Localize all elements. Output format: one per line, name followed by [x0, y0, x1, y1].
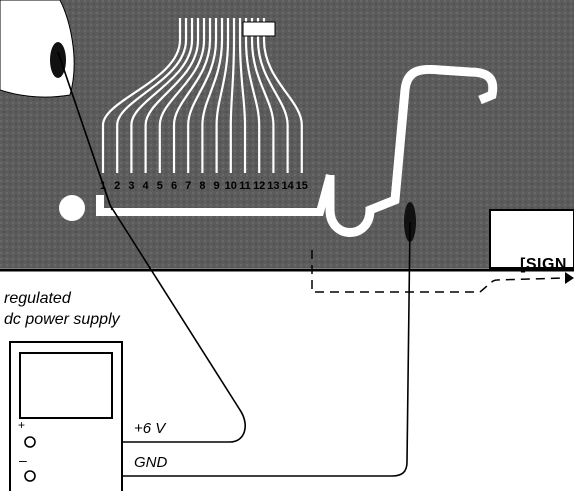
pcb-traces	[101, 18, 303, 173]
power-supply-subtitle: dc power supply	[4, 311, 120, 328]
pcb-trace	[229, 18, 236, 173]
pin-number: 9	[214, 180, 220, 192]
positive-terminal	[24, 436, 36, 448]
pcb-trace	[187, 18, 218, 173]
pcb-trace	[215, 18, 230, 173]
power-supply-display	[19, 352, 113, 419]
pin-number: 13	[267, 180, 279, 192]
pcb-trace	[172, 18, 212, 173]
pcb-trace	[158, 18, 206, 173]
pin-number: 11	[239, 180, 251, 192]
power-supply-unit	[9, 341, 123, 491]
minus-symbol: –	[19, 452, 27, 468]
pcb-trace	[244, 18, 261, 173]
pin-number: 7	[185, 180, 191, 192]
pcb-trace	[238, 18, 247, 173]
pcb-trace	[130, 18, 194, 173]
pin-number: 10	[225, 180, 237, 192]
pcb-trace	[201, 18, 224, 173]
positive-voltage-label: +6 V	[134, 420, 166, 437]
pin-number: 3	[128, 180, 134, 192]
pcb-trace	[101, 18, 182, 173]
pin-number: 12	[253, 180, 265, 192]
signal-label: [SIGN	[520, 256, 567, 273]
plus-symbol: +	[18, 418, 26, 432]
pcb-trace	[116, 18, 188, 173]
positive-wire	[32, 51, 246, 443]
pcb-trace	[262, 18, 303, 173]
pin-number: 8	[199, 180, 205, 192]
pin-number: 5	[157, 180, 163, 192]
power-supply-title: regulated	[4, 290, 71, 307]
ground-label: GND	[134, 454, 168, 471]
ground-wire	[32, 221, 411, 477]
pin-number: 2	[114, 180, 120, 192]
loop-trace	[325, 64, 498, 237]
pin-number: 15	[296, 180, 308, 192]
pcb-trace	[256, 18, 289, 173]
signal-line	[311, 250, 566, 293]
negative-terminal	[24, 470, 36, 482]
pin-number: 6	[171, 180, 177, 192]
top-connector-pad	[242, 21, 276, 37]
pin-number: 4	[143, 180, 150, 192]
pcb-trace	[144, 18, 200, 173]
signal-arrow-head	[565, 272, 574, 284]
probe-contact-left	[50, 42, 66, 78]
pin-number: 14	[281, 180, 294, 192]
pcb-trace	[250, 18, 275, 173]
